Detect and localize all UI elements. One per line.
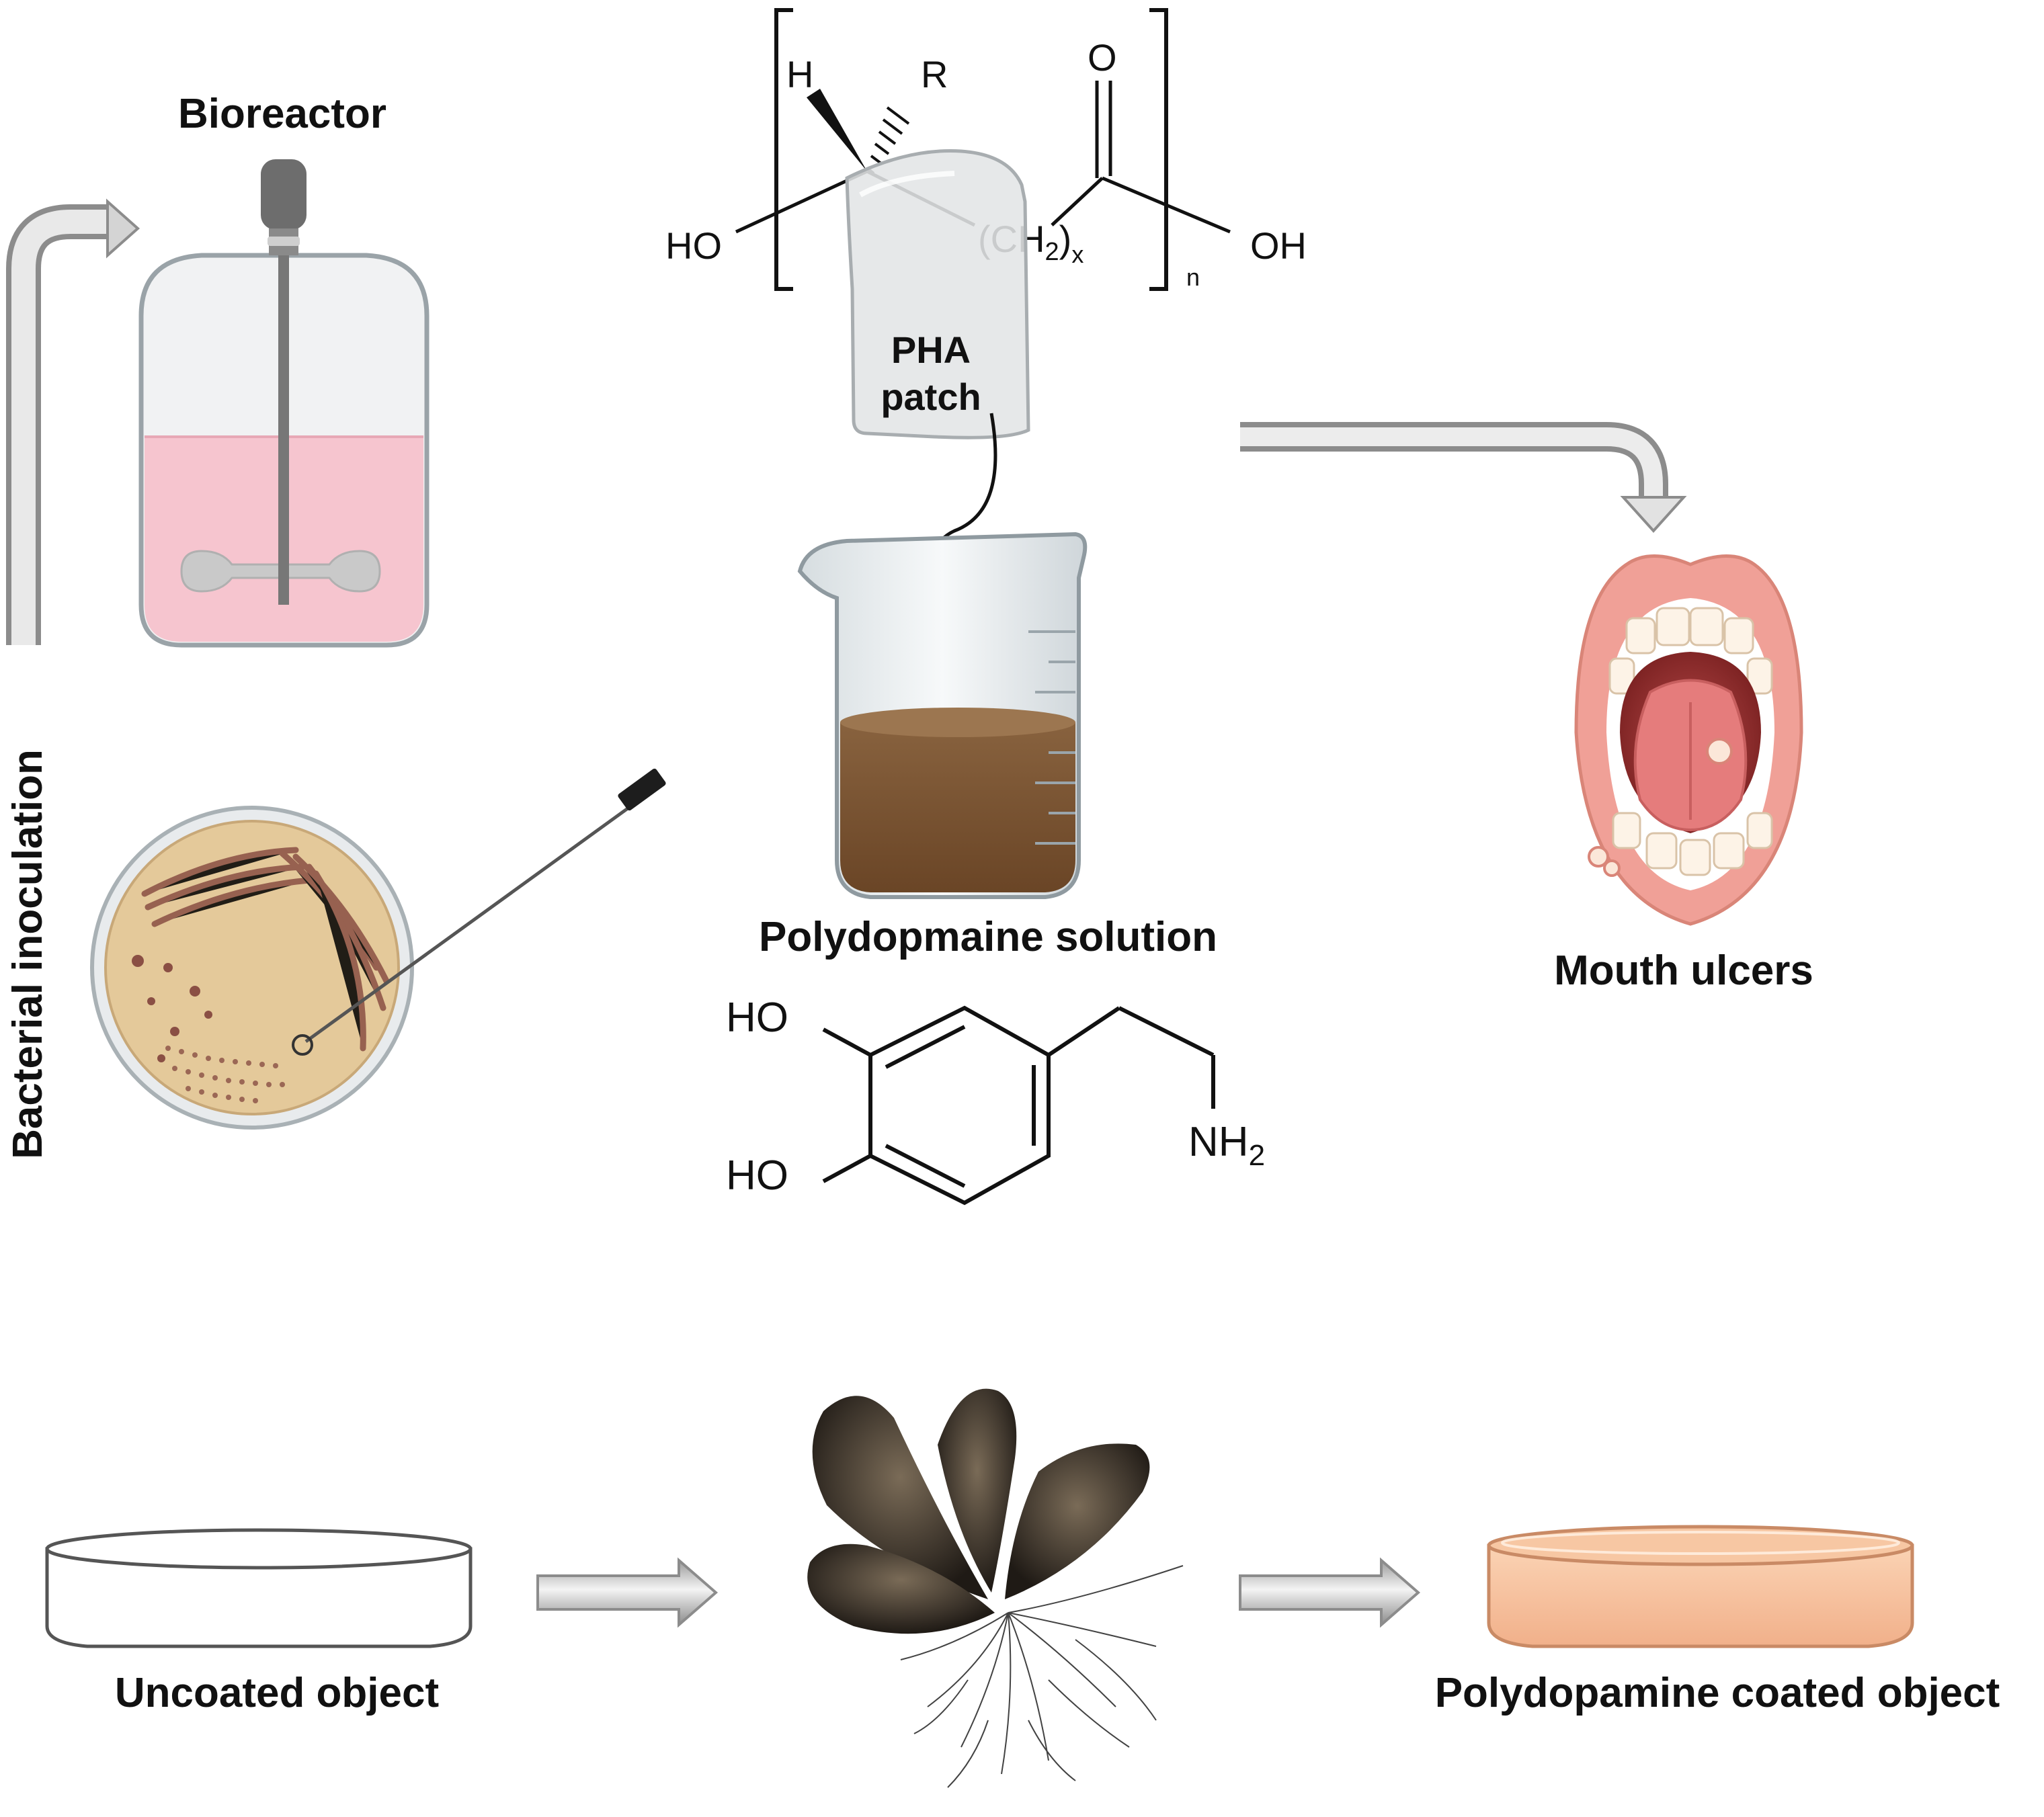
dopamine-structure: [822, 1005, 1215, 1206]
arrow-uncoated-to-mussel: [536, 1557, 719, 1628]
beaker: [797, 532, 1088, 899]
coated-object-label: Polydopamine coated object: [1435, 1670, 2000, 1716]
bacteria-streaks: [141, 847, 390, 1052]
bioreactor-shaft: [278, 202, 289, 605]
arrow-to-mouth: [1240, 422, 1687, 533]
dopamine-ho-bottom: HO: [726, 1152, 788, 1199]
mussels-illustration: [807, 1388, 1184, 1788]
byssal-threads: [900, 1565, 1184, 1788]
mussel-shell: [807, 1388, 1150, 1634]
pha-patch: PHA patch: [845, 149, 1030, 439]
teeth: [1608, 607, 1773, 876]
inoculation-loop: [304, 801, 637, 1044]
pha-r: R: [921, 53, 948, 95]
dopamine-nh2: NH2: [1188, 1119, 1265, 1172]
polydopamine-solution-label: Polydopmaine solution: [759, 914, 1217, 960]
ulcer-lip: [1588, 846, 1609, 868]
bacteria-colonies: [132, 955, 212, 1062]
polydopamine-liquid: [840, 712, 1075, 892]
pha-h: H: [786, 53, 813, 95]
pha-patch-label-line1: PHA: [891, 329, 971, 371]
inoculation-arrow: [6, 198, 140, 645]
bacterial-inoculation-label: Bacterial inoculation: [5, 749, 51, 1159]
mouth-illustration: [1574, 554, 1803, 926]
bioreactor-motor: [261, 159, 306, 230]
pha-n: n: [1186, 263, 1200, 291]
pha-ho: HO: [665, 224, 722, 267]
arrow-mussel-to-coated: [1239, 1557, 1421, 1628]
pha-oh: OH: [1250, 224, 1307, 267]
bioreactor-label: Bioreactor: [178, 91, 386, 137]
mouth-ulcers-label: Mouth ulcers: [1554, 947, 1813, 994]
uncoated-object-label: Uncoated object: [115, 1670, 439, 1716]
pha-patch-label-line2: patch: [881, 376, 981, 418]
dopamine-ho-top: HO: [726, 995, 788, 1041]
ulcer: [1706, 738, 1733, 765]
bioreactor: Bioreactor: [138, 91, 430, 648]
pha-o: O: [1088, 36, 1117, 79]
coated-object: [1487, 1525, 1914, 1648]
beaker-graduations: [1028, 630, 1075, 845]
uncoated-object: [45, 1528, 473, 1648]
petri-dish: [90, 768, 666, 1130]
